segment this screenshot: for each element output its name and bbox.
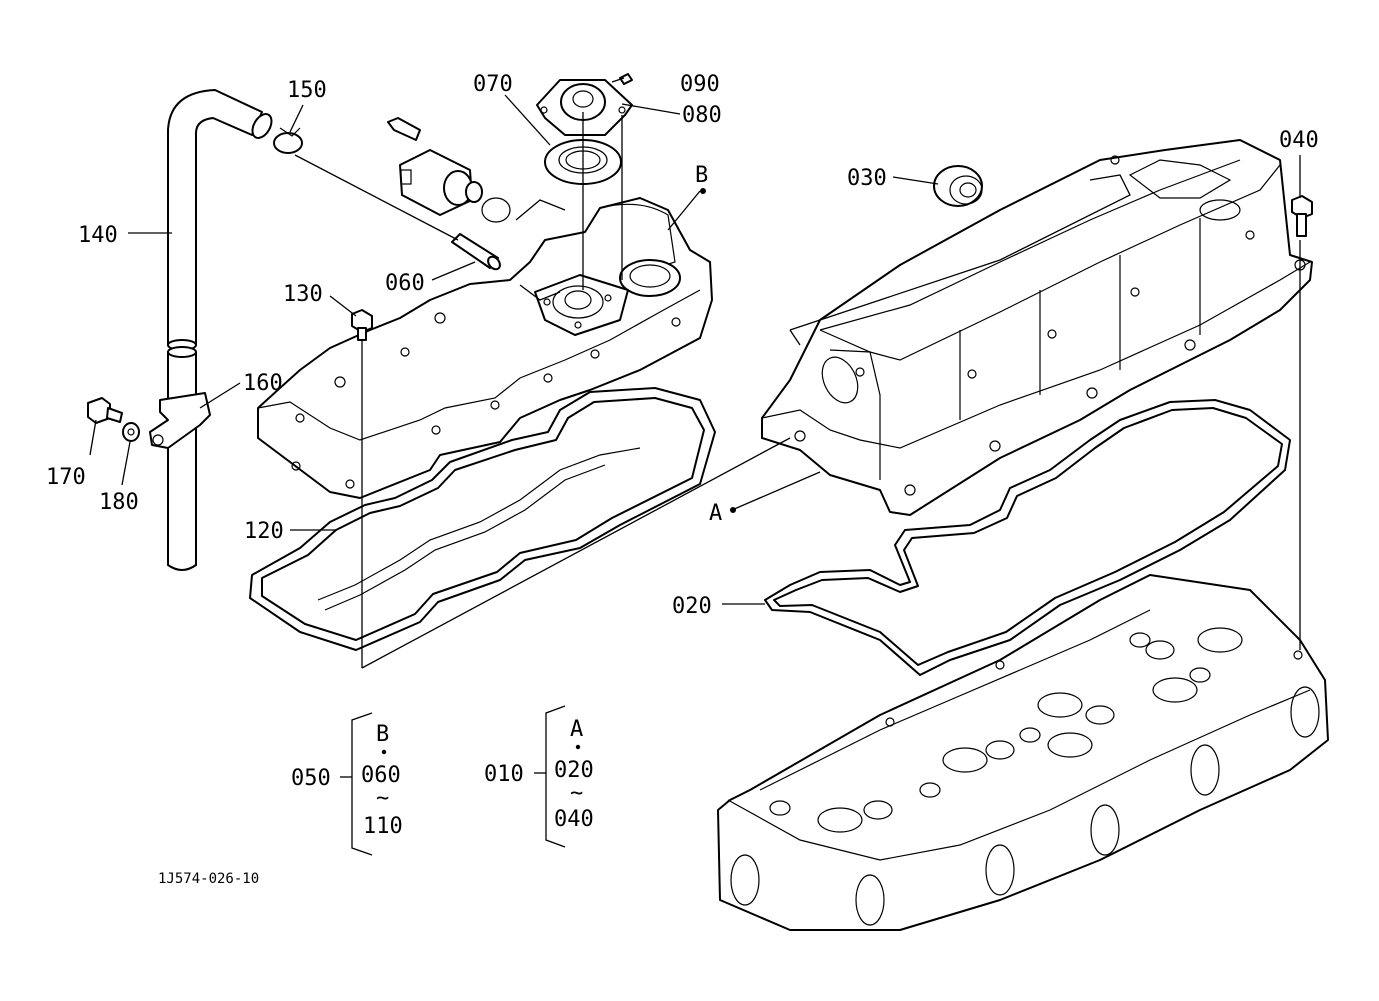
sensor-assembly xyxy=(387,117,511,223)
legend-a-ref: 010 xyxy=(484,762,524,787)
cylinder-head xyxy=(717,574,1329,931)
callout-120: 120 xyxy=(244,519,284,544)
pipe-060 xyxy=(451,233,501,271)
legend-b-top: B xyxy=(376,722,389,747)
legend-a-tilde: ~ xyxy=(570,781,583,806)
leader-lines xyxy=(89,77,1301,669)
callout-060: 060 xyxy=(385,271,425,296)
legend-b-to: 110 xyxy=(363,814,403,839)
washer-180 xyxy=(122,422,140,442)
callout-170: 170 xyxy=(46,465,86,490)
callout-b: B xyxy=(695,163,708,188)
callout-150: 150 xyxy=(287,78,327,103)
bolt-170 xyxy=(87,397,123,424)
head-cover-a xyxy=(761,139,1313,516)
legend-a-top: A xyxy=(570,717,583,742)
gasket-120 xyxy=(249,387,716,651)
hose-clamp xyxy=(273,127,303,154)
callout-140: 140 xyxy=(78,223,118,248)
callout-030: 030 xyxy=(847,166,887,191)
callout-090: 090 xyxy=(680,72,720,97)
legend-b-ref: 050 xyxy=(291,766,331,791)
drawing-code: 1J574-026-10 xyxy=(158,871,259,887)
legend-b: 050 B 060 ~ 110 xyxy=(291,712,403,856)
hose-bracket xyxy=(149,392,211,449)
legend-a-to: 040 xyxy=(554,807,594,832)
seal-030 xyxy=(933,165,983,207)
callout-180: 180 xyxy=(99,490,139,515)
callout-020: 020 xyxy=(672,594,712,619)
callout-130: 130 xyxy=(283,282,323,307)
callout-070: 070 xyxy=(473,72,513,97)
separator-cap xyxy=(536,73,633,136)
legend-a-from: 020 xyxy=(554,758,594,783)
callout-160: 160 xyxy=(243,371,283,396)
callout-040: 040 xyxy=(1279,128,1319,153)
gasket-020 xyxy=(764,399,1291,676)
bolt-040 xyxy=(1291,195,1313,237)
callout-a: A xyxy=(709,501,722,526)
breather-hose xyxy=(167,89,273,571)
legend-b-tilde: ~ xyxy=(376,786,389,811)
head-cover-b xyxy=(257,197,713,499)
bolt-130 xyxy=(351,309,373,341)
legend-a: 010 A 020 ~ 040 xyxy=(484,705,594,848)
callout-080: 080 xyxy=(682,103,722,128)
legend-b-from: 060 xyxy=(361,763,401,788)
